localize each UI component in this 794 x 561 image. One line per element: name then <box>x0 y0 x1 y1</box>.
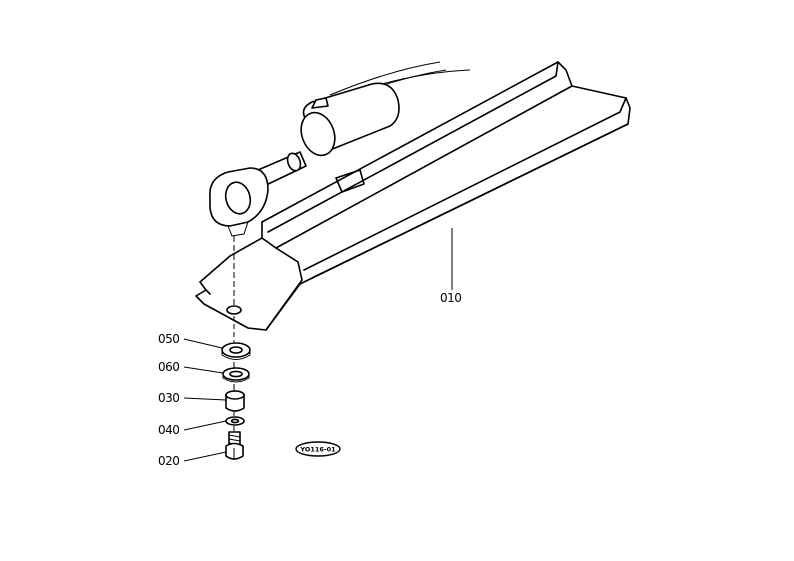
callout-020: 020 <box>158 454 179 468</box>
hydraulic-cylinder <box>209 61 471 237</box>
callout-060: 060 <box>158 360 179 374</box>
washer-050 <box>221 342 251 360</box>
callout-040: 040 <box>158 423 179 437</box>
stamp-label: YO116-01 <box>299 446 336 454</box>
callout-030: 030 <box>158 391 179 405</box>
callout-050: 050 <box>158 332 179 346</box>
reference-stamp: YO116-01 <box>295 441 341 457</box>
spacer-030 <box>225 390 245 412</box>
washer-060 <box>222 367 250 383</box>
fastener-stack <box>221 316 251 460</box>
frame-rail <box>195 61 631 331</box>
bolt-020 <box>225 431 244 460</box>
leader-lines <box>183 228 453 462</box>
washer-040 <box>225 416 245 426</box>
callout-010: 010 <box>440 291 461 305</box>
